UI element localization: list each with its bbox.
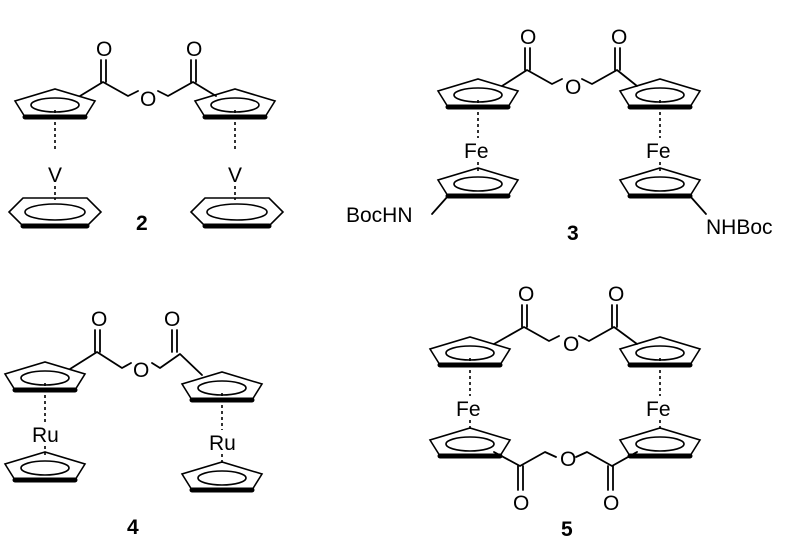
metal-atom: Fe — [646, 398, 671, 421]
cp-ring-lower-right — [620, 168, 700, 196]
substituent-right: NHBoc — [706, 216, 773, 239]
oxygen-atom: O — [164, 308, 180, 331]
compound-label: 4 — [127, 516, 139, 539]
metal-atom: Fe — [464, 140, 489, 163]
oxygen-atom: O — [560, 448, 576, 471]
oxygen-atom: O — [96, 38, 112, 61]
oxygen-atom: O — [186, 38, 202, 61]
compound-2: O O O V V 2 — [9, 38, 283, 235]
compound-label: 5 — [561, 518, 573, 541]
compound-4: O O O Ru Ru 4 — [5, 308, 262, 539]
carbonyl-left — [100, 59, 107, 83]
oxygen-atom: O — [611, 26, 627, 49]
metal-atom: Ru — [209, 432, 236, 455]
oxygen-atom: O — [518, 283, 534, 306]
cp-ring-lower-right — [620, 428, 700, 456]
oxygen-atom: O — [565, 76, 581, 99]
compound-label: 2 — [136, 212, 148, 235]
compound-3: O O O Fe Fe BocHN NHBoc 3 — [346, 26, 773, 245]
substituent-left: BocHN — [346, 204, 413, 227]
metal-atom: V — [228, 164, 242, 187]
cp-ring-lower-left — [5, 452, 85, 480]
compound-5: O O O Fe Fe O O O 5 — [430, 283, 700, 541]
oxygen-atom: O — [520, 26, 536, 49]
metal-atom: Fe — [456, 398, 481, 421]
cp-ring-lower-left — [430, 428, 510, 456]
oxygen-atom: O — [563, 333, 579, 356]
oxygen-atom: O — [513, 492, 529, 515]
metal-atom: V — [48, 164, 62, 187]
compound-label: 3 — [567, 222, 579, 245]
carbonyl-right — [190, 59, 197, 83]
anhydride-bond-left — [79, 81, 139, 97]
oxygen-atom: O — [603, 492, 619, 515]
oxygen-atom: O — [608, 283, 624, 306]
oxygen-atom: O — [140, 88, 156, 111]
oxygen-atom: O — [91, 308, 107, 331]
anhydride-bond-right — [157, 81, 217, 97]
benzene-ring-left — [9, 198, 101, 226]
benzene-ring-right — [191, 198, 283, 226]
cp-ring-lower-right — [182, 462, 262, 490]
metal-atom: Fe — [646, 140, 671, 163]
oxygen-atom: O — [133, 359, 149, 382]
cp-ring-lower-left — [438, 168, 518, 196]
metal-atom: Ru — [32, 424, 59, 447]
